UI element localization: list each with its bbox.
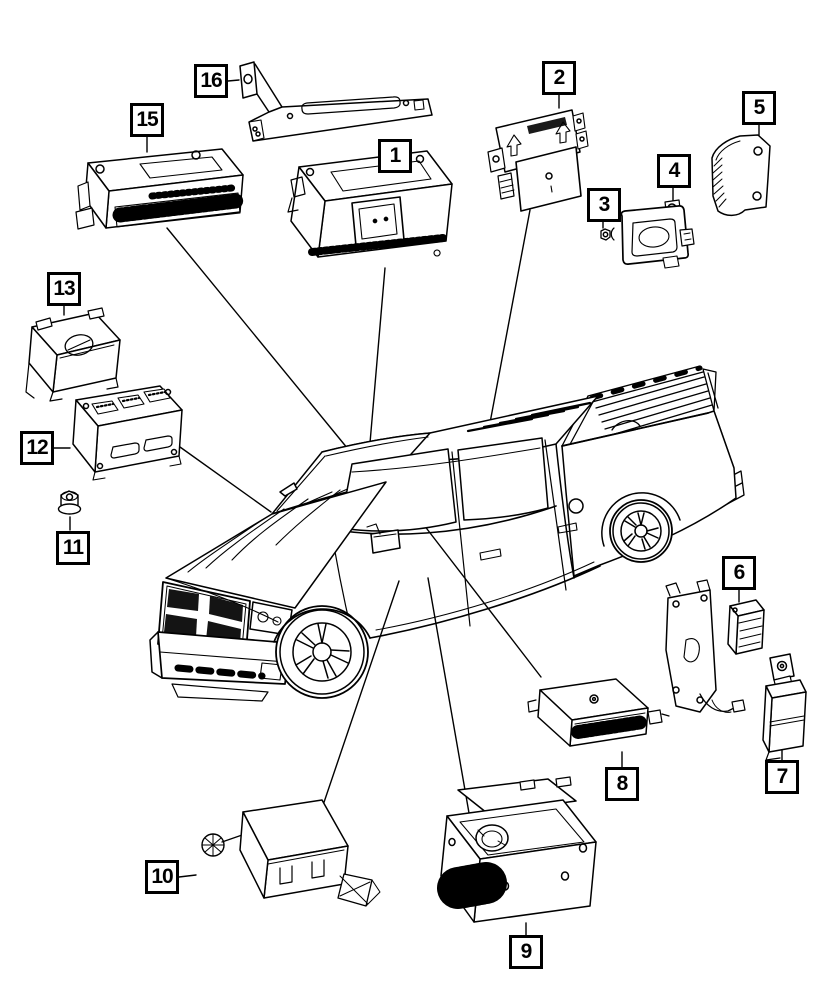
roof-ribs	[466, 401, 592, 433]
part-9-amplifier-box	[437, 776, 597, 923]
fuel-door	[568, 498, 584, 514]
part-3-hex-nut	[600, 228, 611, 241]
truck-illustration	[149, 365, 745, 702]
callout-box-1[interactable]: 1	[378, 139, 412, 173]
part-4-camera-module	[610, 199, 695, 269]
part-5-shield-plate	[711, 134, 771, 217]
rear-door-window	[457, 437, 549, 521]
part-6-bracket-assembly	[665, 579, 765, 713]
part-2-control-module	[487, 109, 589, 212]
callout-box-4[interactable]: 4	[657, 154, 691, 188]
part-12-control-module	[72, 385, 183, 481]
callout-box-6[interactable]: 6	[722, 556, 756, 590]
callout-box-5[interactable]: 5	[742, 91, 776, 125]
callout-box-8[interactable]: 8	[605, 767, 639, 801]
part-1-power-module	[287, 150, 453, 258]
part-11-flange-nut	[57, 490, 82, 515]
front-bumper	[149, 631, 290, 702]
part-10-control-module	[201, 799, 381, 907]
callout-box-15[interactable]: 15	[130, 103, 164, 137]
callout-box-11[interactable]: 11	[56, 531, 90, 565]
callout-box-2[interactable]: 2	[542, 61, 576, 95]
callout-box-3[interactable]: 3	[587, 188, 621, 222]
part-13-cover	[25, 307, 121, 402]
callout-box-7[interactable]: 7	[765, 760, 799, 794]
callout-box-13[interactable]: 13	[47, 272, 81, 306]
part-15-control-module	[75, 148, 244, 230]
far-mirror	[279, 482, 298, 497]
part-16-mounting-bracket	[239, 61, 433, 142]
callout-box-16[interactable]: 16	[194, 64, 228, 98]
rear-wheel	[601, 492, 681, 563]
part-8-control-module	[527, 678, 670, 747]
callout-box-10[interactable]: 10	[145, 860, 179, 894]
front-door-window	[339, 448, 457, 532]
callout-box-12[interactable]: 12	[20, 431, 54, 465]
callout-box-9[interactable]: 9	[509, 935, 543, 969]
front-wheel	[273, 605, 371, 699]
part-7-relay	[762, 653, 807, 761]
side-mirror	[366, 523, 401, 554]
